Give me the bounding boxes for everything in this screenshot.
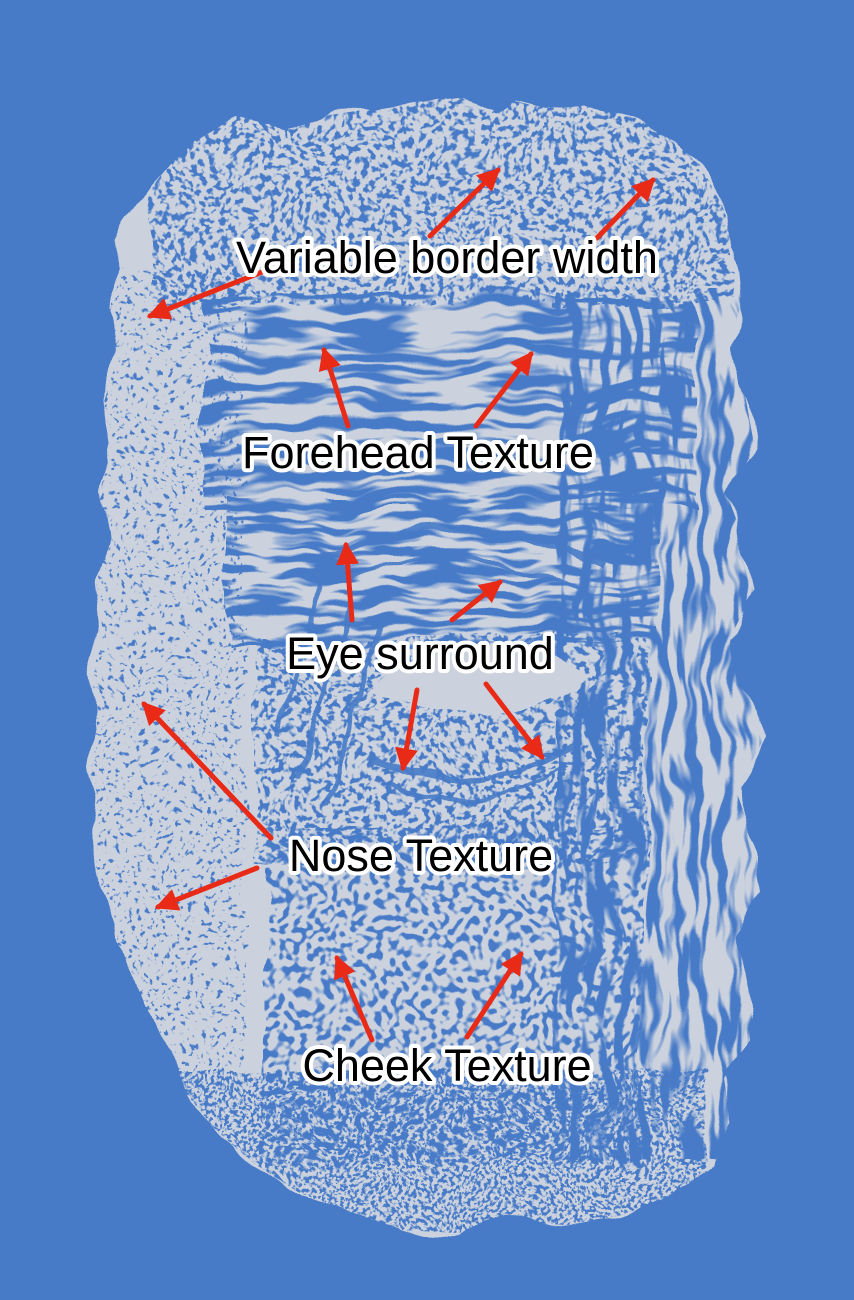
arrow-eye-up xyxy=(336,541,360,623)
label-nose-texture: Nose Texture xyxy=(289,830,553,881)
annotation-labels: Variable border width Forehead Texture E… xyxy=(232,228,662,1095)
label-eye-surround: Eye surround xyxy=(286,628,554,679)
brow-stroke-2 xyxy=(337,556,586,592)
annotation-arrows xyxy=(141,167,656,1043)
nose-side-stroke-1 xyxy=(297,599,353,781)
nose-side-stroke-2 xyxy=(327,619,383,801)
label-cheek-texture: Cheek Texture xyxy=(302,1040,591,1091)
arrow-cheek-right xyxy=(464,951,524,1040)
underlid-stroke-2 xyxy=(389,766,564,804)
texture-patch-forehead xyxy=(200,295,695,510)
arrow-cheek-left xyxy=(334,954,375,1043)
stipple-texture xyxy=(90,96,760,1233)
arrow-border-top-right xyxy=(594,177,656,241)
arrow-eye-lower-right xyxy=(483,681,545,760)
arrow-forehead-right xyxy=(473,351,534,429)
arrow-border-top-left xyxy=(427,167,501,239)
arrow-eye-upper-right xyxy=(449,579,503,623)
arrow-nose-lower xyxy=(154,865,260,911)
eye-highlight-shape xyxy=(370,647,588,717)
arrow-border-left xyxy=(146,269,265,320)
underlid-stroke-1 xyxy=(366,737,580,784)
label-variable-border-width: Variable border width xyxy=(236,232,658,283)
arrow-eye-down xyxy=(395,687,420,772)
texture-patch-brow-band xyxy=(225,495,655,645)
nose-side-stroke-3 xyxy=(278,579,322,741)
label-forehead-texture: Forehead Texture xyxy=(242,427,594,478)
arrow-forehead-left xyxy=(318,346,351,429)
arrow-nose-upper xyxy=(141,701,274,841)
